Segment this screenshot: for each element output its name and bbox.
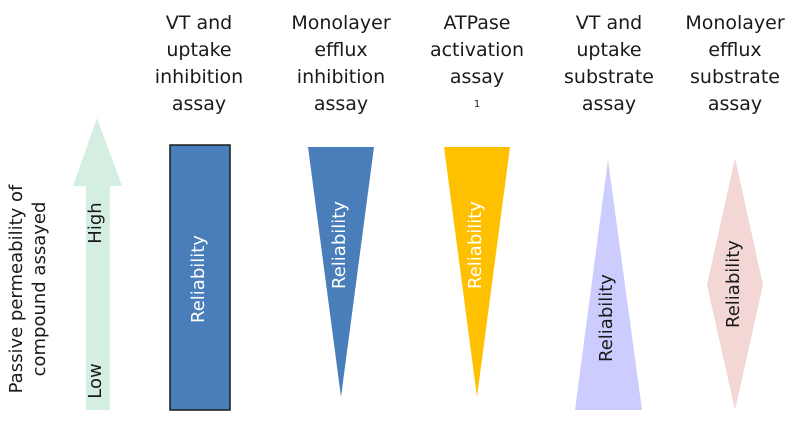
reliability-rectangle: [169, 144, 231, 411]
permeability-arrow: [73, 118, 122, 410]
axis-low-label: Low: [85, 363, 106, 399]
reliability-label-lilac-triangle: Reliability: [596, 274, 617, 362]
axis-high-label: High: [85, 202, 106, 244]
reliability-triangle-inverted-gold: [444, 147, 510, 397]
reliability-triangle-inverted-blue: [308, 147, 374, 397]
axis-title-passive-permeability: Passive permeability of compound assayed: [6, 184, 50, 394]
footnote-marker: 1: [473, 99, 481, 110]
reliability-triangle-upright-lilac: [575, 160, 642, 410]
reliability-diamond-pink: [707, 158, 763, 410]
reliability-label-rectangle: Reliability: [188, 235, 209, 323]
reliability-label-gold-triangle: Reliability: [465, 201, 486, 289]
reliability-label-diamond: Reliability: [723, 240, 744, 328]
reliability-label-blue-triangle: Reliability: [329, 201, 350, 289]
